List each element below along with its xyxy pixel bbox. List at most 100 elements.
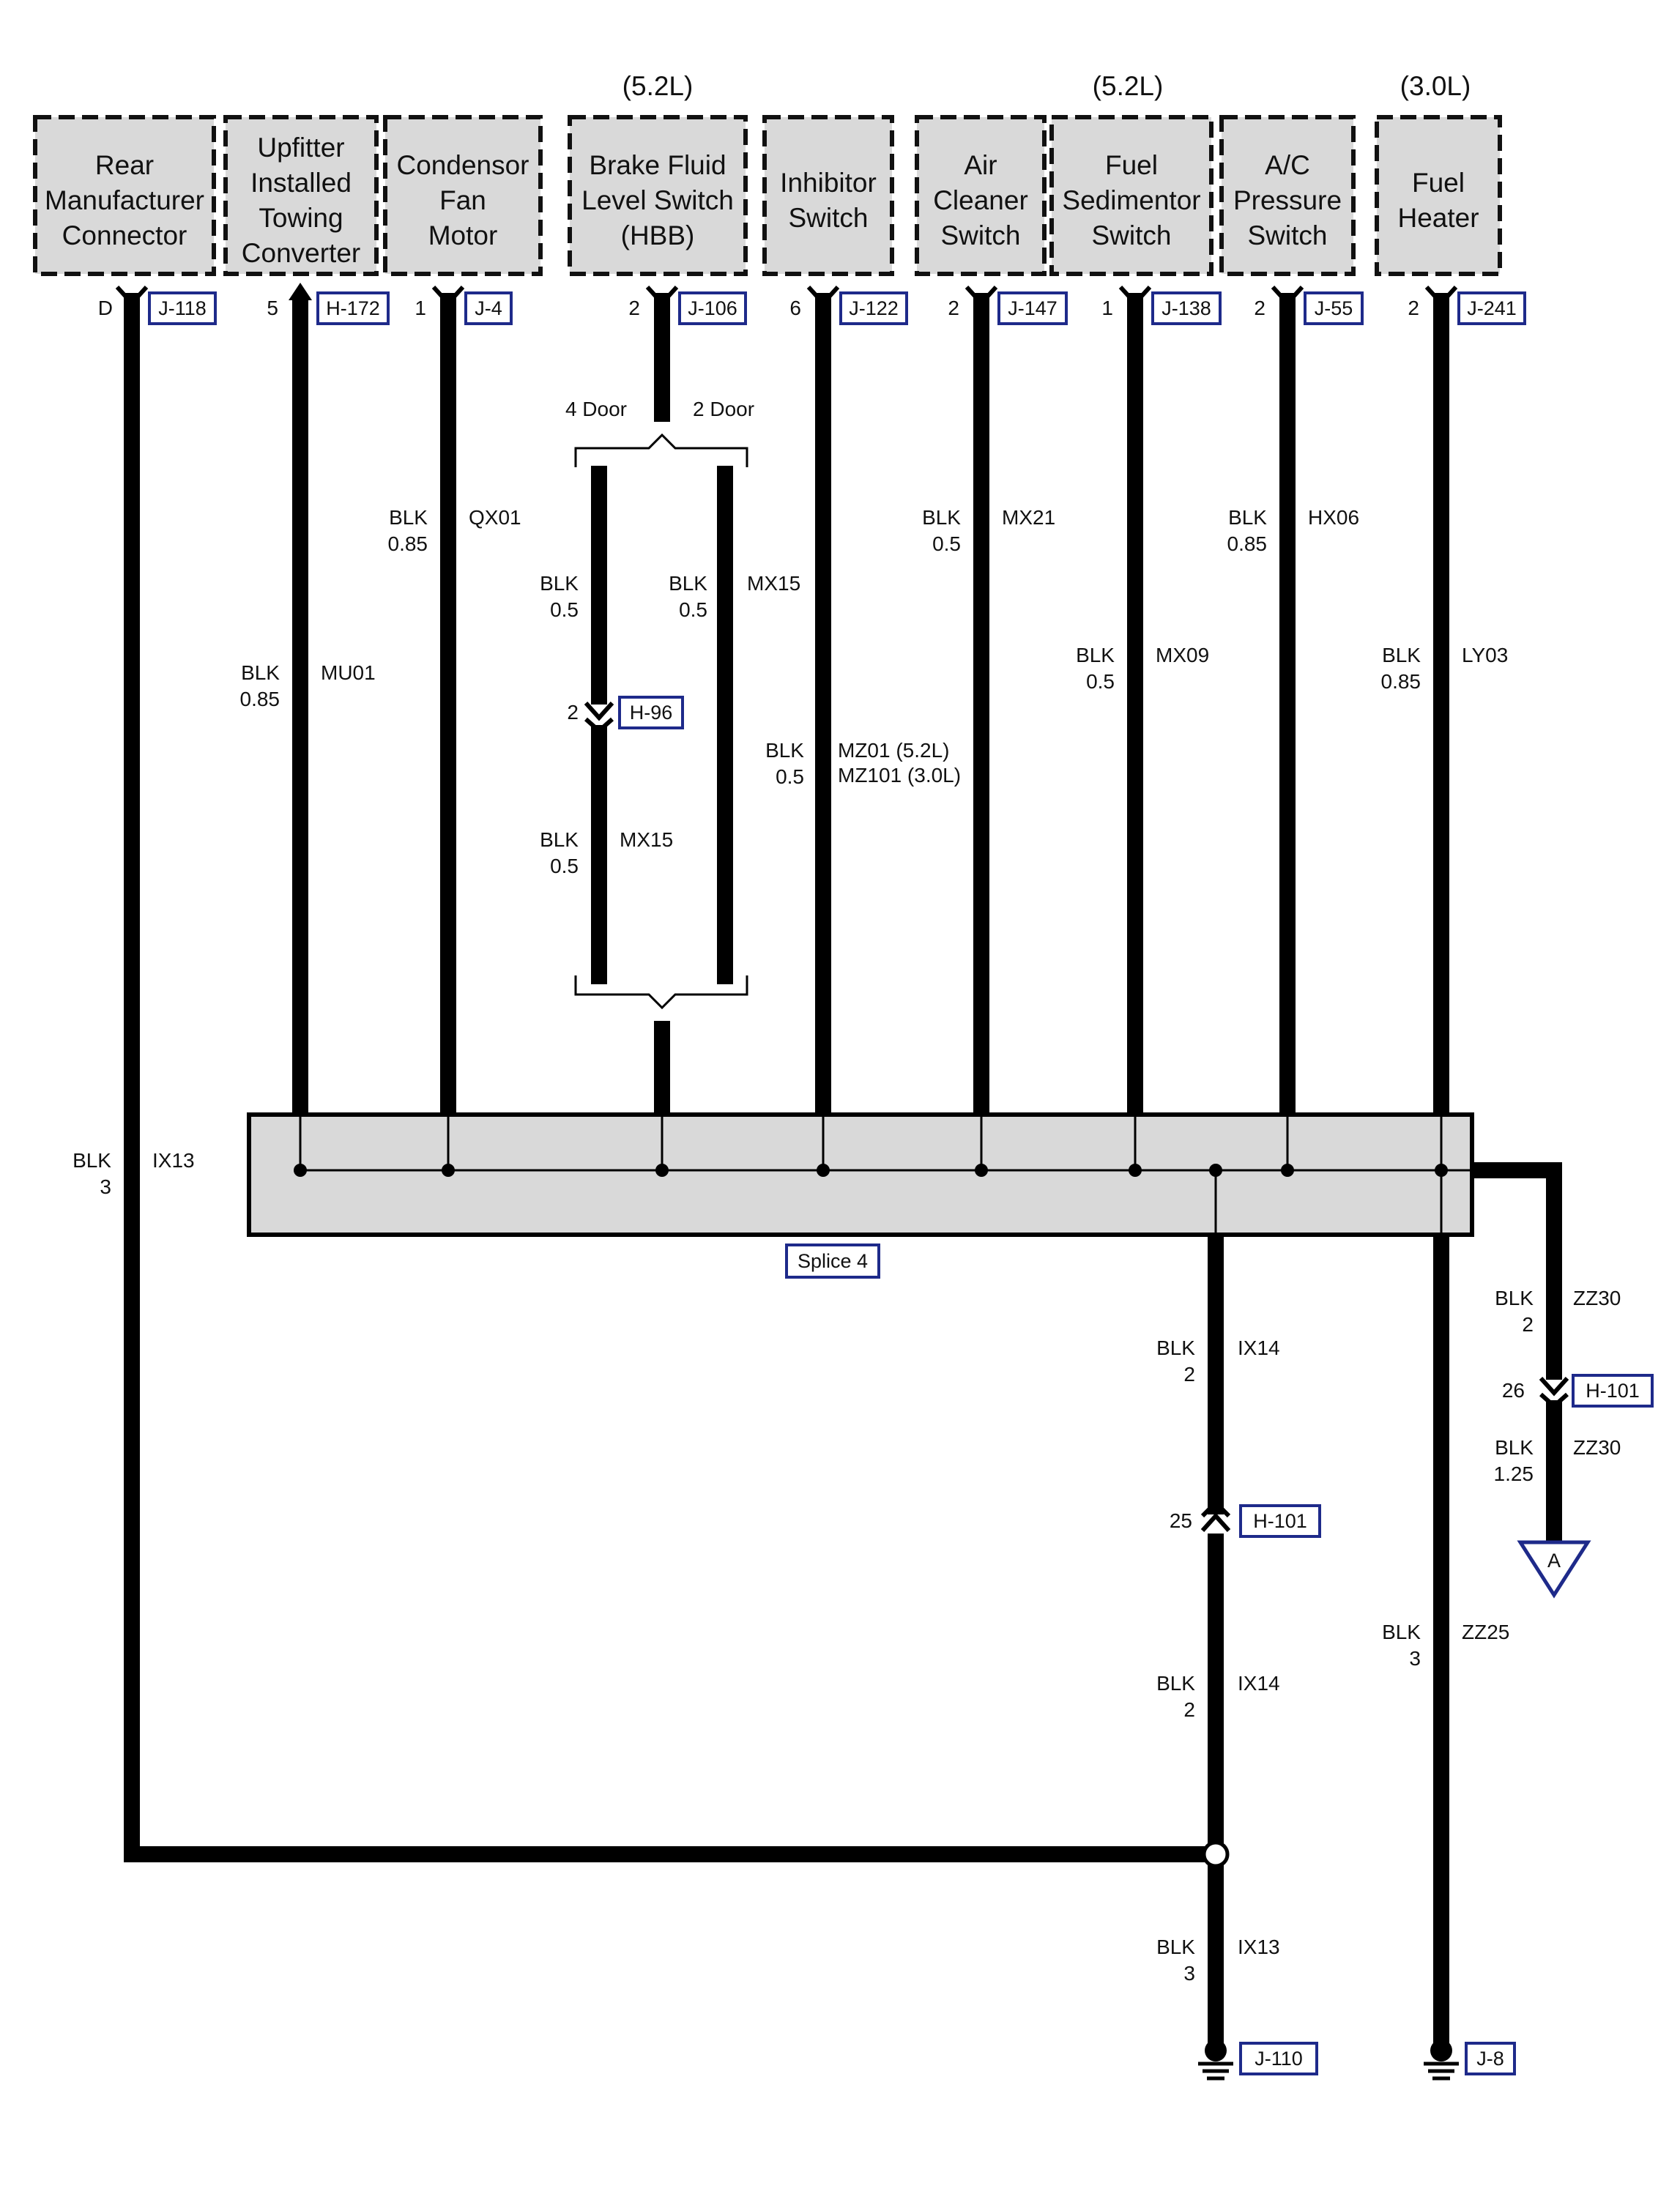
wire-circuit: MX15 (747, 572, 800, 595)
wire-circuit: MZ01 (5.2L) (838, 739, 950, 762)
component-label-line: Upfitter (257, 133, 344, 163)
connector-id: J-241 (1467, 297, 1517, 319)
pin-number: 2 (1254, 297, 1265, 319)
wire-size: 0.5 (1086, 670, 1115, 693)
svg-text:J-8: J-8 (1476, 2048, 1504, 2070)
wire-color: BLK (922, 506, 961, 529)
wire-circuit: IX13 (152, 1149, 195, 1172)
wire-size: 1.25 (1494, 1462, 1534, 1485)
option-bracket-top (574, 433, 748, 467)
wire-ix13-rear-manufacturer (124, 293, 1216, 1862)
ground-icon (1424, 2040, 1459, 2081)
wire-size: 0.5 (550, 598, 579, 621)
wire-size: 0.85 (388, 532, 428, 555)
component-label-line: Air (964, 150, 997, 180)
wire-circuit: MU01 (321, 661, 376, 684)
wire-circuit: MX21 (1002, 506, 1055, 529)
wire-size: 0.5 (932, 532, 961, 555)
splice-4-box (247, 1112, 1474, 1237)
connector-id: H-101 (1586, 1380, 1640, 1402)
wire-size: 0.85 (240, 688, 280, 710)
door-option-2-door: 2 Door (693, 398, 754, 420)
wire-color: BLK (1495, 1287, 1534, 1309)
wire-circuit: QX01 (469, 506, 521, 529)
component-label-line: Motor (428, 220, 498, 250)
wire-color: BLK (1228, 506, 1267, 529)
component-label-line: A/C (1265, 150, 1310, 180)
component-upfitter-towing-converter: Upfitter Installed Towing Converter (223, 115, 379, 276)
wire-circuit: LY03 (1462, 644, 1508, 666)
svg-text:Splice 4: Splice 4 (798, 1250, 868, 1272)
wire-junction-node (1202, 1840, 1230, 1868)
wire-circuit: MX15 (620, 828, 673, 851)
connector-id: J-55 (1315, 297, 1353, 319)
component-label-line: Fan (439, 185, 486, 215)
wire-color: BLK (1156, 1936, 1195, 1958)
component-label-line: Level Switch (581, 185, 734, 215)
inline-connector-h96: 2 H-96 (567, 696, 684, 735)
wire-color: BLK (73, 1149, 111, 1172)
component-label-line: Condensor (396, 150, 529, 180)
wire-size: 2 (1522, 1313, 1534, 1336)
wire-color: BLK (1076, 644, 1115, 666)
component-label-line: Connector (62, 220, 187, 250)
component-label-line: Cleaner (933, 185, 1028, 215)
component-ac-pressure-switch: A/C Pressure Switch (1219, 115, 1356, 276)
wire-color: BLK (241, 661, 280, 684)
component-label-line: Switch (1092, 220, 1172, 250)
wire-circuit: HX06 (1308, 506, 1359, 529)
component-label-line: Fuel (1105, 150, 1158, 180)
connector-symbols-top (115, 285, 1458, 307)
pin-number: 2 (1408, 297, 1419, 319)
wire-color: BLK (1156, 1337, 1195, 1359)
wire-labels: BLK 0.85 QX01 BLK 0.85 MU01 BLK 0.5 BLK … (73, 506, 1621, 1985)
inline-connector-h101-zz30: 26 H-101 (1502, 1374, 1654, 1410)
pin-number: 26 (1502, 1379, 1525, 1402)
splice-4-label: Splice 4 (785, 1244, 880, 1279)
component-fuel-heater: Fuel Heater (1375, 115, 1502, 276)
wire-size: 3 (1183, 1962, 1195, 1985)
engine-label-fuel-heater: (3.0L) (1400, 71, 1471, 101)
wire-color: BLK (765, 739, 804, 762)
connector-id: J-147 (1008, 297, 1058, 319)
option-bracket-bottom (574, 975, 748, 1010)
component-label-line: (HBB) (621, 220, 695, 250)
component-inhibitor-switch: Inhibitor Switch (762, 115, 894, 276)
wire-size: 0.85 (1381, 670, 1421, 693)
inline-connector-h101-ix14: 25 H-101 (1170, 1499, 1321, 1538)
component-air-cleaner-switch: Air Cleaner Switch (915, 115, 1047, 276)
component-rear-manufacturer-connector: Rear Manufacturer Connector (33, 115, 216, 276)
component-label-line: Rear (95, 150, 154, 180)
connector-id: H-101 (1253, 1510, 1307, 1532)
component-label-line: Installed (250, 168, 352, 198)
top-connector-labels: D J-118 5 H-172 1 J-4 2 J-106 6 J-122 2 … (98, 291, 1526, 325)
pin-number: D (98, 297, 113, 319)
wire-color: BLK (1156, 1672, 1195, 1695)
ground-label-j110: J-110 (1239, 2042, 1318, 2075)
pin-number: 6 (789, 297, 801, 319)
component-label-line: Switch (1248, 220, 1328, 250)
wire-circuit: IX14 (1238, 1337, 1280, 1359)
component-condensor-fan-motor: Condensor Fan Motor (383, 115, 543, 276)
component-label-line: Heater (1397, 203, 1479, 233)
wire-color: BLK (1382, 1621, 1421, 1643)
pin-number: 25 (1170, 1509, 1192, 1532)
ground-label-j8: J-8 (1465, 2042, 1516, 2075)
component-label-line: Sedimentor (1062, 185, 1200, 215)
wire-size: 3 (1409, 1647, 1421, 1670)
component-label-line: Switch (789, 203, 869, 233)
wire-circuit: IX13 (1238, 1936, 1280, 1958)
pin-number: 1 (415, 297, 426, 319)
wire-color: BLK (669, 572, 707, 595)
wire-circuit: MZ101 (3.0L) (838, 764, 961, 787)
wire-color: BLK (1495, 1436, 1534, 1459)
wire-size: 0.5 (679, 598, 707, 621)
component-label-line: Pressure (1233, 185, 1342, 215)
wire-zz30-top (1472, 1162, 1562, 1380)
engine-label-brake-fluid: (5.2L) (622, 71, 694, 101)
component-brake-fluid-level-switch: Brake Fluid Level Switch (HBB) (568, 115, 748, 276)
pin-number: 2 (628, 297, 640, 319)
wire-circuit: ZZ25 (1462, 1621, 1509, 1643)
connector-id: J-4 (475, 297, 502, 319)
